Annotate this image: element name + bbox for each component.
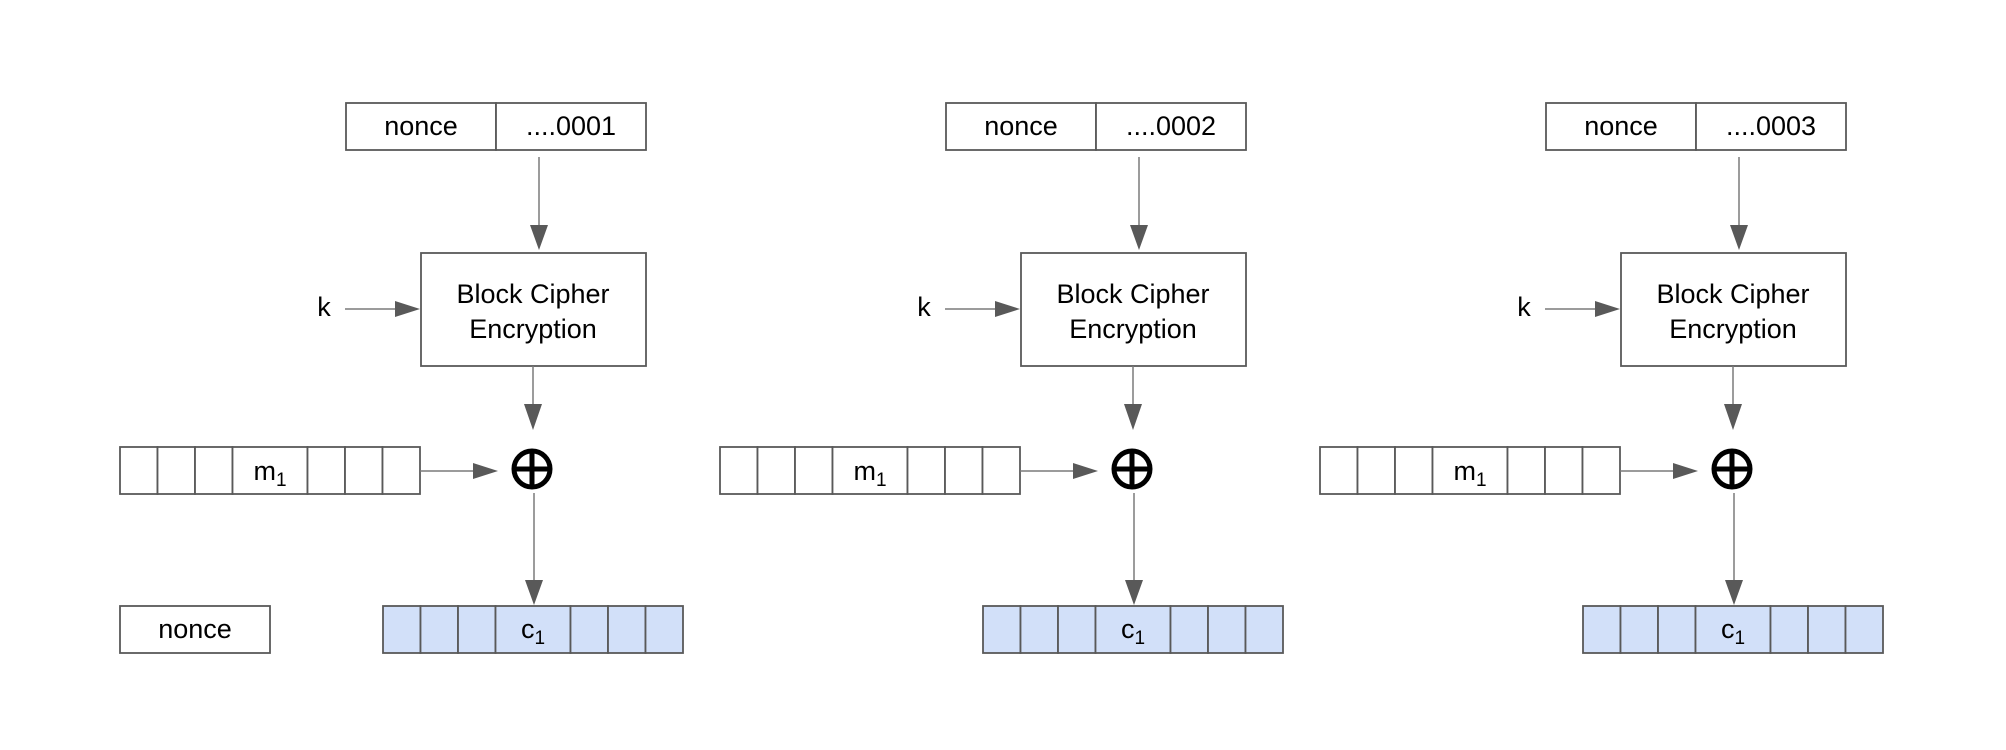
ciphertext-label: c1 bbox=[521, 614, 545, 649]
cipher-label-line1: Block Cipher bbox=[1056, 279, 1209, 309]
block-cipher-box: Block Cipher Encryption bbox=[1020, 252, 1247, 367]
ciphertext-block: c1 bbox=[1582, 605, 1884, 654]
xor-operator bbox=[1111, 448, 1153, 490]
block-cipher-box: Block Cipher Encryption bbox=[1620, 252, 1847, 367]
counter-label: ....0001 bbox=[526, 111, 616, 141]
counter-label: ....0003 bbox=[1726, 111, 1816, 141]
key-label: k bbox=[917, 292, 931, 322]
prepended-nonce-block: nonce bbox=[119, 605, 271, 654]
xor-operator bbox=[511, 448, 553, 490]
nonce-label: nonce bbox=[384, 111, 458, 141]
message-block: m1 bbox=[719, 446, 1021, 495]
message-label: m1 bbox=[1453, 456, 1486, 491]
message-block: m1 bbox=[1319, 446, 1621, 495]
message-label: m1 bbox=[253, 456, 286, 491]
ciphertext-block: c1 bbox=[382, 605, 684, 654]
nonce-label: nonce bbox=[1584, 111, 1658, 141]
nonce-label: nonce bbox=[984, 111, 1058, 141]
key-label: k bbox=[317, 292, 331, 322]
block-cipher-box: Block Cipher Encryption bbox=[420, 252, 647, 367]
message-label: m1 bbox=[853, 456, 886, 491]
ciphertext-label: c1 bbox=[1121, 614, 1145, 649]
cipher-label-line2: Encryption bbox=[469, 314, 597, 344]
cipher-label-line2: Encryption bbox=[1669, 314, 1797, 344]
counter-block: nonce ....0003 bbox=[1545, 102, 1847, 151]
stage-3: nonce ....0003 k Block Cipher Encryption… bbox=[1319, 102, 1884, 654]
ciphertext-label: c1 bbox=[1721, 614, 1745, 649]
key-label: k bbox=[1517, 292, 1531, 322]
counter-label: ....0002 bbox=[1126, 111, 1216, 141]
xor-operator bbox=[1711, 448, 1753, 490]
cipher-label-line1: Block Cipher bbox=[456, 279, 609, 309]
cipher-label-line2: Encryption bbox=[1069, 314, 1197, 344]
cipher-label-line1: Block Cipher bbox=[1656, 279, 1809, 309]
counter-block: nonce ....0002 bbox=[945, 102, 1247, 151]
message-block: m1 bbox=[119, 446, 421, 495]
stage-1: nonce ....0001 k Block Cipher Encryption bbox=[119, 102, 684, 654]
stage-2: nonce ....0002 k Block Cipher Encryption… bbox=[719, 102, 1284, 654]
counter-block: nonce ....0001 bbox=[345, 102, 647, 151]
ciphertext-block: c1 bbox=[982, 605, 1284, 654]
prepended-nonce-label: nonce bbox=[158, 614, 232, 644]
